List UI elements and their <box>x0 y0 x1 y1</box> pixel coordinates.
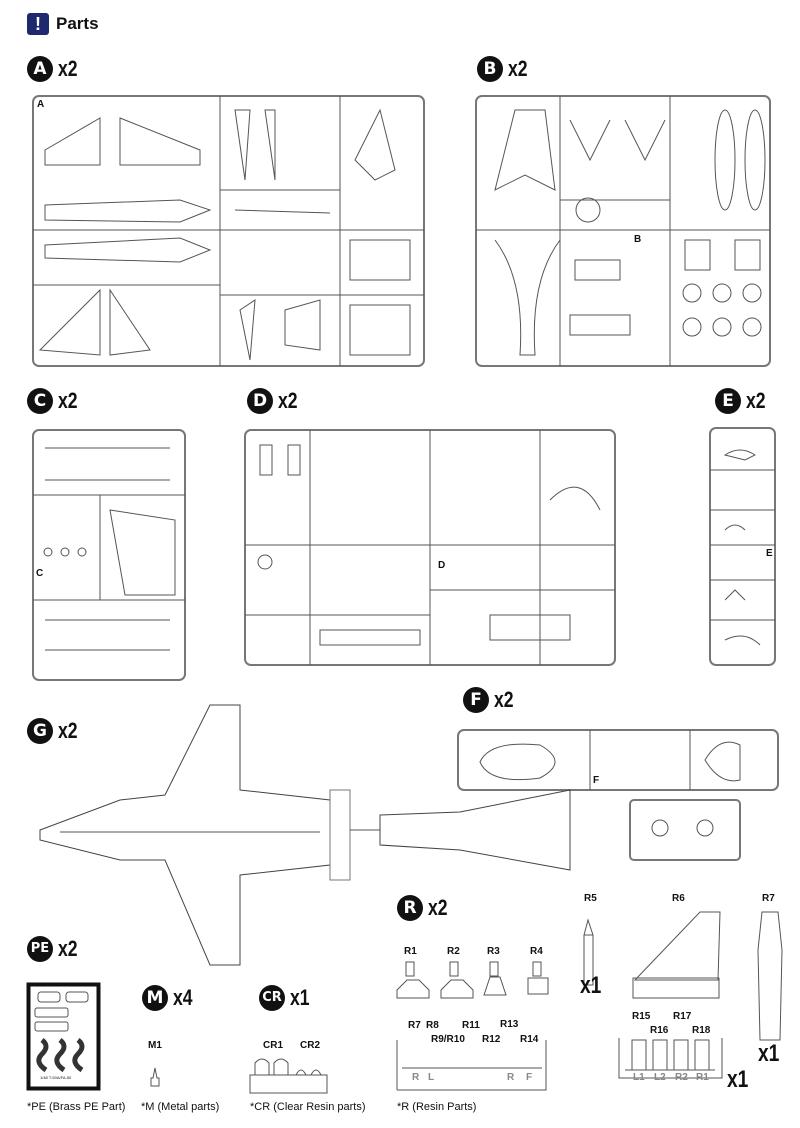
sprue-f-tag: F <box>593 775 600 786</box>
sprue-c-tag: C <box>36 568 44 579</box>
r7-tray-label: R7 <box>408 1020 421 1031</box>
r5-qty: x1 <box>580 972 602 999</box>
sprue-b-tag: B <box>634 234 642 245</box>
cr1-label: CR1 <box>263 1040 284 1051</box>
metal-letter: M <box>142 985 168 1011</box>
sprue-d-tag: D <box>438 560 446 571</box>
tray1-mark-r2: R <box>507 1072 515 1083</box>
metal-qty: x4 <box>173 985 193 1010</box>
pe-letter: PE <box>27 936 53 962</box>
cr2-label: CR2 <box>300 1040 321 1051</box>
sprue-e-letter: E <box>715 388 741 414</box>
tray2-mark-r2: R2 <box>675 1072 688 1083</box>
pe-sheet-drawing <box>26 982 101 1091</box>
sprue-b-qty: x2 <box>508 56 528 81</box>
pe-sheet-text: 1/48 T-50A/FA-50 <box>40 1075 72 1080</box>
tray1-mark-r: R <box>412 1072 420 1083</box>
r17-label: R17 <box>673 1011 692 1022</box>
sprue-b-letter: B <box>477 56 503 82</box>
metal-badge: M x4 <box>142 985 197 1011</box>
m1-label: M1 <box>148 1040 162 1051</box>
r7-qty: x1 <box>758 1040 780 1067</box>
sprue-a-letter: A <box>27 56 53 82</box>
sprue-f-letter: F <box>463 687 489 713</box>
sprue-f-qty: x2 <box>494 687 514 712</box>
sprue-e-tag: E <box>766 548 773 559</box>
pe-badge: PE x2 <box>27 936 82 962</box>
sprue-a-tag: A <box>37 99 45 110</box>
sprue-b-badge: B x2 <box>477 56 532 82</box>
r3-label: R3 <box>487 946 500 957</box>
tray2-mark-l1: L1 <box>633 1072 645 1083</box>
sprue-c-letter: C <box>27 388 53 414</box>
cr-drawing <box>249 1058 328 1094</box>
sprue-g-drawing <box>39 704 571 966</box>
r4-label: R4 <box>530 946 543 957</box>
page-title: Parts <box>56 14 99 33</box>
r16-label: R16 <box>650 1025 669 1036</box>
pe-caption: *PE (Brass PE Part) <box>27 1101 126 1113</box>
clear-qty: x1 <box>290 985 310 1010</box>
r15-label: R15 <box>632 1011 651 1022</box>
tray2-mark-r1: R1 <box>696 1072 709 1083</box>
sprue-e-drawing <box>709 427 776 666</box>
sprue-c-badge: C x2 <box>27 388 82 414</box>
r2-label: R2 <box>447 946 460 957</box>
sprue-c-drawing <box>32 429 186 681</box>
r7-label: R7 <box>762 893 775 904</box>
resin-badge: R x2 <box>397 895 452 921</box>
r9-r10-label: R9/R10 <box>431 1034 465 1045</box>
r12-label: R12 <box>482 1034 501 1045</box>
tray2-qty: x1 <box>727 1066 749 1093</box>
sprue-b-drawing <box>475 95 771 367</box>
r-drawings <box>396 911 783 1091</box>
tray1-mark-f: F <box>526 1072 533 1083</box>
sprue-g-letter: G <box>27 718 53 744</box>
pe-qty: x2 <box>58 936 78 961</box>
clear-letter: CR <box>259 985 285 1011</box>
r6-label: R6 <box>672 893 685 904</box>
sprue-a-qty: x2 <box>58 56 78 81</box>
resin-letter: R <box>397 895 423 921</box>
r18-label: R18 <box>692 1025 711 1036</box>
r13-label: R13 <box>500 1019 519 1030</box>
sprue-g-qty: x2 <box>58 718 78 743</box>
alert-icon: ! <box>27 13 49 35</box>
sprue-e-badge: E x2 <box>715 388 770 414</box>
sprue-g-badge: G x2 <box>27 718 82 744</box>
tray1-mark-l: L <box>428 1072 435 1083</box>
metal-caption: *M (Metal parts) <box>141 1101 220 1113</box>
r14-label: R14 <box>520 1034 539 1045</box>
tray2-mark-l2: L2 <box>654 1072 666 1083</box>
sprue-d-qty: x2 <box>278 388 298 413</box>
sprue-d-drawing <box>244 429 616 666</box>
sprue-e-qty: x2 <box>746 388 766 413</box>
resin-caption: *R (Resin Parts) <box>397 1101 477 1113</box>
clear-caption: *CR (Clear Resin parts) <box>250 1101 366 1113</box>
r1-label: R1 <box>404 946 417 957</box>
sprue-a-drawing <box>32 95 425 367</box>
sprue-a-badge: A x2 <box>27 56 82 82</box>
sprue-f-badge: F x2 <box>463 687 518 713</box>
r8-label: R8 <box>426 1020 439 1031</box>
sprue-d-letter: D <box>247 388 273 414</box>
r5-label: R5 <box>584 893 597 904</box>
sprue-c-qty: x2 <box>58 388 78 413</box>
resin-qty: x2 <box>428 895 448 920</box>
sprue-f-drawing <box>457 729 779 861</box>
m1-drawing <box>150 1067 160 1087</box>
clear-badge: CR x1 <box>259 985 314 1011</box>
sprue-d-badge: D x2 <box>247 388 302 414</box>
r11-label: R11 <box>462 1020 480 1031</box>
